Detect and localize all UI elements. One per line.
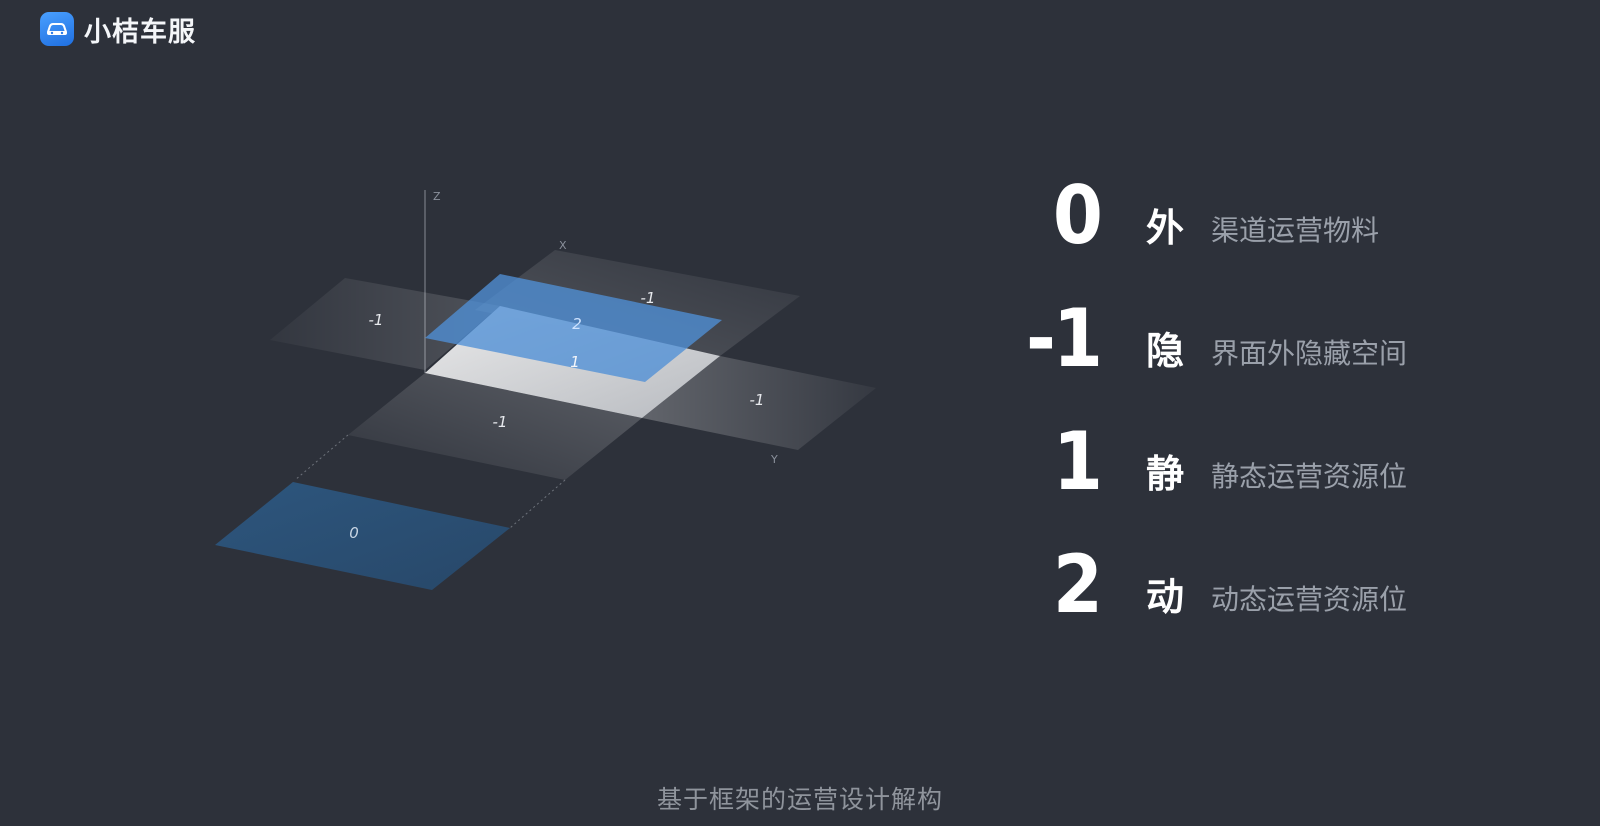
car-icon [40, 12, 74, 46]
brand-name: 小桔车服 [84, 16, 196, 48]
legend-number: -1 [1026, 292, 1103, 385]
legend-keyword: 外 [1146, 206, 1185, 250]
label-top: 2 [572, 315, 582, 333]
label-base: 1 [570, 353, 580, 371]
legend-keyword: 静 [1146, 452, 1185, 496]
legend-keyword: 隐 [1146, 329, 1185, 373]
legend-row-outer: 0 外 渠道运营物料 [1000, 174, 1480, 264]
legend-row-dynamic: 2 动 动态运营资源位 [1000, 543, 1480, 633]
plane-left [270, 278, 500, 370]
caption: 基于框架的运营设计解构 [656, 785, 943, 814]
plane-right [642, 356, 876, 450]
label-back: -1 [641, 289, 656, 307]
legend-description: 渠道运营物料 [1211, 214, 1380, 247]
plane-top [425, 274, 722, 382]
legend-row-hidden: -1 隐 界面外隐藏空间 [1000, 297, 1480, 387]
label-front: -1 [493, 413, 508, 431]
label-right: -1 [750, 391, 765, 409]
legend-row-static: 1 静 静态运营资源位 [1000, 420, 1480, 510]
plane-front [348, 373, 642, 480]
y-axis-label: Y [770, 453, 778, 466]
legend-description: 界面外隐藏空间 [1211, 337, 1408, 370]
brand: 小桔车服 [40, 12, 196, 48]
plane-bottom [215, 482, 510, 590]
label-bottom: 0 [349, 524, 359, 542]
legend-number: 2 [1052, 538, 1103, 631]
connector-left [294, 434, 349, 481]
legend-number: 0 [1052, 169, 1103, 262]
legend-number: 1 [1052, 415, 1103, 508]
x-axis-label: X [559, 239, 567, 252]
legend-keyword: 动 [1146, 575, 1185, 619]
label-left: -1 [369, 311, 384, 329]
connector-right [509, 479, 566, 529]
legend: 0 外 渠道运营物料 -1 隐 界面外隐藏空间 1 静 静态运营资源位 2 动 … [1000, 160, 1480, 640]
z-axis-label: Z [433, 190, 441, 203]
legend-description: 静态运营资源位 [1211, 460, 1408, 493]
legend-description: 动态运营资源位 [1211, 583, 1408, 616]
